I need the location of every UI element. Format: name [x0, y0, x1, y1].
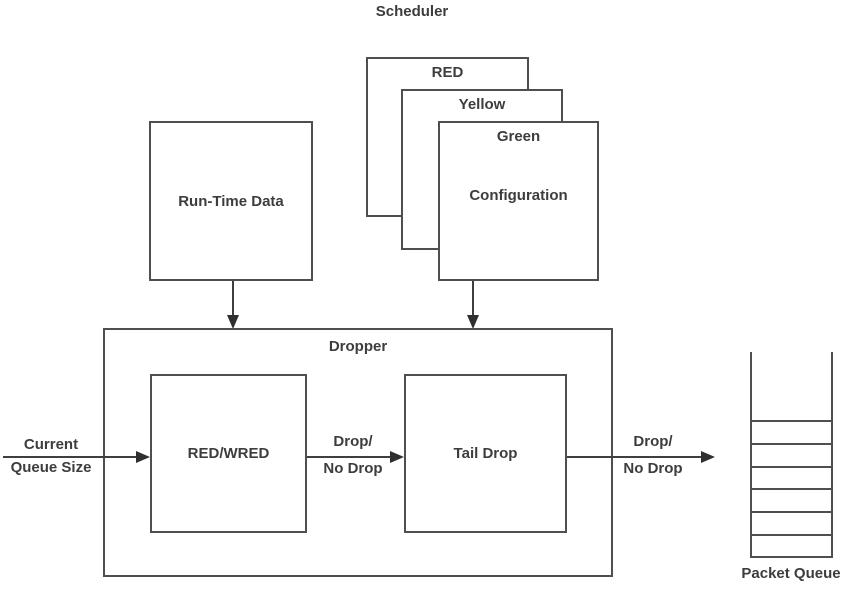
mid-arrow-line: [307, 456, 391, 458]
output-label-line2: No Drop: [623, 460, 683, 477]
mid-arrow-head: [390, 451, 404, 463]
green-config-label: Green: [496, 128, 541, 145]
input-arrow-head: [136, 451, 150, 463]
mid-label-line2: No Drop: [323, 460, 383, 477]
tail-drop-label: Tail Drop: [453, 445, 518, 462]
red-wred-box: RED/WRED: [150, 374, 307, 533]
output-arrow-line: [567, 456, 702, 458]
runtime-data-label: Run-Time Data: [178, 192, 284, 210]
dropper-label: Dropper: [328, 338, 388, 355]
configuration-label: Configuration: [469, 187, 568, 204]
runtime-data-box: Run-Time Data: [149, 121, 313, 281]
packet-queue-divider: [752, 488, 831, 490]
red-wred-label: RED/WRED: [187, 445, 270, 462]
tail-drop-box: Tail Drop: [404, 374, 567, 533]
packet-queue-divider: [752, 466, 831, 468]
green-config-box: Green Configuration: [438, 121, 599, 281]
input-arrow-line: [3, 456, 137, 458]
output-label-line1: Drop/: [633, 433, 673, 450]
runtime-to-dropper-arrow-head: [227, 315, 239, 329]
scheduler-label: Scheduler: [375, 3, 449, 20]
yellow-config-label: Yellow: [458, 96, 506, 113]
mid-label-line1: Drop/: [333, 433, 373, 450]
packet-queue-divider: [752, 534, 831, 536]
packet-queue-divider: [752, 420, 831, 422]
config-to-dropper-arrow-line: [472, 281, 474, 317]
runtime-to-dropper-arrow-line: [232, 281, 234, 317]
packet-queue-body: [750, 352, 833, 558]
output-arrow-head: [701, 451, 715, 463]
packet-queue-divider: [752, 443, 831, 445]
packet-queue-divider: [752, 511, 831, 513]
input-label-line1: Current: [23, 436, 79, 453]
red-config-label: RED: [431, 64, 464, 81]
packet-queue-label: Packet Queue: [741, 565, 841, 582]
input-label-line2: Queue Size: [10, 459, 92, 476]
config-to-dropper-arrow-head: [467, 315, 479, 329]
